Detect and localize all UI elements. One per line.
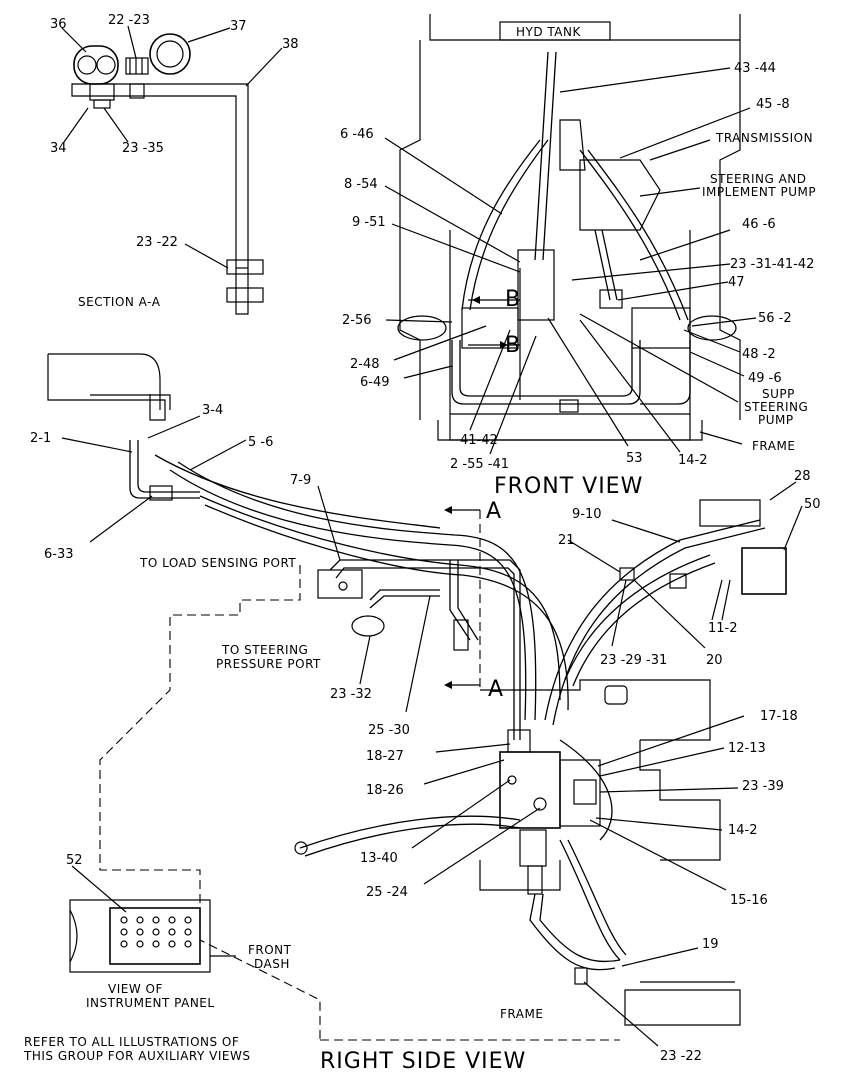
- callout-2-48: 2-48: [350, 357, 380, 372]
- component-labels: HYD TANK TRANSMISSION STEERING AND IMPLE…: [23, 25, 816, 1063]
- callout-6-46: 6 -46: [340, 127, 374, 142]
- callout-43-44: 43 -44: [734, 61, 776, 76]
- steering-pressure-label-1: TO STEERING: [221, 643, 308, 657]
- right-side-outline: [47, 353, 741, 1041]
- callout-12-13: 12-13: [728, 741, 766, 756]
- steering-pressure-label-2: PRESSURE PORT: [216, 657, 321, 671]
- instrument-view-title-2: INSTRUMENT PANEL: [86, 996, 215, 1010]
- transmission-label: TRANSMISSION: [715, 131, 813, 145]
- callout-18-27: 18-27: [366, 749, 404, 764]
- callout-8-54: 8 -54: [344, 177, 378, 192]
- callout-20: 20: [706, 653, 723, 668]
- section-a-top: A: [486, 499, 502, 524]
- steering-pump-label-1: STEERING AND: [710, 172, 807, 186]
- front-view-hoses: [451, 51, 691, 413]
- callout-9-10: 9-10: [572, 507, 602, 522]
- instrument-panel-view: [69, 899, 236, 973]
- callout-23-39: 23 -39: [742, 779, 784, 794]
- front-frame-label: FRAME: [752, 439, 795, 453]
- leader-lines: [61, 25, 803, 1047]
- supp-pump-label-1: SUPP: [762, 387, 795, 401]
- callout-23-29-31: 23 -29 -31: [600, 653, 667, 668]
- callout-2-55-41: 2 -55 -41: [450, 457, 509, 472]
- callout-11-2: 11-2: [708, 621, 738, 636]
- callout-56-2: 56 -2: [758, 311, 792, 326]
- supp-pump-label-2: STEERING: [744, 400, 808, 414]
- view-titles: SECTION A-A FRONT VIEW RIGHT SIDE VIEW V…: [78, 295, 643, 1074]
- callout-5-6: 5 -6: [248, 435, 273, 450]
- callout-2-56: 2-56: [342, 313, 372, 328]
- section-a-marker: [444, 506, 481, 690]
- callout-50: 50: [804, 497, 821, 512]
- hyd-tank-label: HYD TANK: [516, 25, 581, 39]
- front-view-title: FRONT VIEW: [494, 474, 643, 499]
- callout-28: 28: [794, 469, 811, 484]
- callout-45-8: 45 -8: [756, 97, 790, 112]
- callout-numbers: 36 22 -23 37 38 34 23 -35 23 -22 43 -44 …: [30, 13, 821, 1064]
- callout-46-6: 46 -6: [742, 217, 776, 232]
- section-b-top: B: [505, 287, 521, 312]
- callout-37: 37: [230, 19, 247, 34]
- callout-18-26: 18-26: [366, 783, 404, 798]
- load-sensing-port-label: TO LOAD SENSING PORT: [139, 556, 296, 570]
- front-dash-label-2: DASH: [254, 957, 290, 971]
- section-a-bottom: A: [488, 677, 504, 702]
- callout-38: 38: [282, 37, 299, 52]
- auxiliary-note-2: THIS GROUP FOR AUXILIARY VIEWS: [23, 1049, 250, 1063]
- callout-49-6: 49 -6: [748, 371, 782, 386]
- callout-23-35: 23 -35: [122, 141, 164, 156]
- callout-7-9: 7-9: [290, 473, 311, 488]
- callout-21: 21: [558, 533, 575, 548]
- callout-52: 52: [66, 853, 83, 868]
- callout-3-4: 3-4: [202, 403, 223, 418]
- front-view-outline: [397, 14, 741, 441]
- front-dash-label-1: FRONT: [248, 943, 292, 957]
- callout-17-18: 17-18: [760, 709, 798, 724]
- callout-23-31-41-42: 23 -31-41-42: [730, 257, 814, 272]
- callout-34: 34: [50, 141, 67, 156]
- section-letters: A A B B: [486, 287, 521, 702]
- instrument-view-title-1: VIEW OF: [108, 982, 163, 996]
- steering-pump-label-2: IMPLEMENT PUMP: [702, 185, 816, 199]
- callout-14-2-side: 14-2: [728, 823, 758, 838]
- auxiliary-note-1: REFER TO ALL ILLUSTRATIONS OF: [24, 1035, 239, 1049]
- callout-19: 19: [702, 937, 719, 952]
- section-a-a-bracket: [71, 33, 264, 315]
- callout-9-51: 9 -51: [352, 215, 386, 230]
- supp-pump-label-3: PUMP: [758, 413, 794, 427]
- callout-25-24: 25 -24: [366, 885, 408, 900]
- section-b-bottom: B: [505, 333, 521, 358]
- callout-6-33: 6-33: [44, 547, 74, 562]
- callout-22-23: 22 -23: [108, 13, 150, 28]
- hose-bundle: [129, 440, 787, 985]
- callout-48-2: 48 -2: [742, 347, 776, 362]
- callout-41-42: 41-42: [460, 433, 498, 448]
- callout-13-40: 13-40: [360, 851, 398, 866]
- callout-15-16: 15-16: [730, 893, 768, 908]
- callout-23-22-side: 23 -22: [660, 1049, 702, 1064]
- callout-47: 47: [728, 275, 745, 290]
- callout-36: 36: [50, 17, 67, 32]
- steering-valve-group: [499, 729, 601, 895]
- right-side-view-title: RIGHT SIDE VIEW: [320, 1049, 526, 1074]
- callout-25-30: 25 -30: [368, 723, 410, 738]
- side-frame-label: FRAME: [500, 1007, 543, 1021]
- section-view-title: SECTION A-A: [78, 295, 161, 309]
- callout-14-2-front: 14-2: [678, 453, 708, 468]
- callout-23-22-section: 23 -22: [136, 235, 178, 250]
- callout-2-1: 2-1: [30, 431, 51, 446]
- callout-23-32: 23 -32: [330, 687, 372, 702]
- callout-53: 53: [626, 451, 643, 466]
- callout-6-49: 6-49: [360, 375, 390, 390]
